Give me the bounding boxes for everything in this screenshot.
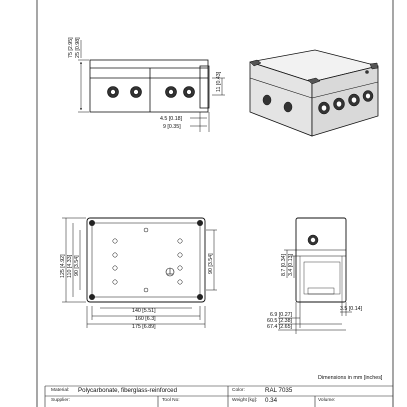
dim-height-90-right: 90 [3.54]	[208, 253, 214, 274]
dim-v-8-7: 8.7 [0.34]	[281, 253, 287, 276]
weight-value: 0.34	[265, 397, 278, 404]
drawing-frame	[36, 0, 394, 407]
corner-screws	[89, 220, 203, 300]
dim-rib-height: 11 [0.43]	[216, 71, 222, 92]
dim-hinge-a: 4.5 [0.18]	[160, 116, 183, 122]
supplier-label: Supplier:	[51, 398, 70, 403]
dim-w-67-4: 67.4 [2.65]	[267, 324, 293, 330]
dim-v-3-4: 3.4 [0.13]	[288, 253, 294, 276]
dim-height-110: 110 [4.33]	[67, 254, 73, 278]
end-view: 8.7 [0.34] 3.4 [0.13] 3.5 [0.14] 6.9 [0.…	[267, 217, 363, 334]
dim-overall-height: 75 [2.95]	[68, 37, 74, 58]
color-value: RAL 7035	[265, 387, 293, 394]
tool-label: Tool No:	[162, 398, 180, 403]
side-view-dimension-lines	[78, 40, 225, 132]
title-block-grid	[44, 385, 393, 407]
dim-height-125: 125 [4.92]	[60, 254, 66, 278]
material-label: Material:	[51, 388, 70, 393]
weight-label: Weight [kg]:	[232, 398, 258, 403]
end-view-dimension-lines	[278, 249, 352, 334]
dim-width-160: 160 [6.3]	[135, 316, 156, 322]
dim-w-6-9: 6.9 [0.27]	[270, 312, 293, 318]
volume-label: Volume:	[318, 398, 336, 403]
mounting-bosses	[112, 227, 183, 293]
isometric-view	[249, 49, 379, 137]
units-note: Dimensions in mm [inches]	[318, 375, 383, 381]
dim-width-140: 140 [5.51]	[132, 308, 156, 314]
dim-lid-height: 25 [0.98]	[75, 37, 81, 58]
material-value: Polycarbonate, fiberglass-reinforced	[78, 387, 178, 394]
dim-hinge-b: 9 [0.35]	[163, 124, 181, 130]
color-label: Color:	[232, 388, 245, 393]
dim-w-3-5: 3.5 [0.14]	[340, 306, 363, 312]
dim-width-175: 175 [6.89]	[132, 324, 156, 330]
side-view-glands	[107, 86, 195, 98]
dim-w-60-5: 60.5 [2.38]	[267, 318, 293, 324]
earth-symbol	[165, 267, 175, 277]
side-view: 75 [2.95] 25 [0.98] 11 [0.43] 4.5 [0.18]…	[68, 37, 225, 132]
top-view-dimension-lines	[62, 217, 217, 328]
top-view: 125 [4.92] 110 [4.33] 90 [3.54] 90 [3.54…	[60, 217, 217, 330]
dim-height-90: 90 [3.54]	[74, 255, 80, 276]
